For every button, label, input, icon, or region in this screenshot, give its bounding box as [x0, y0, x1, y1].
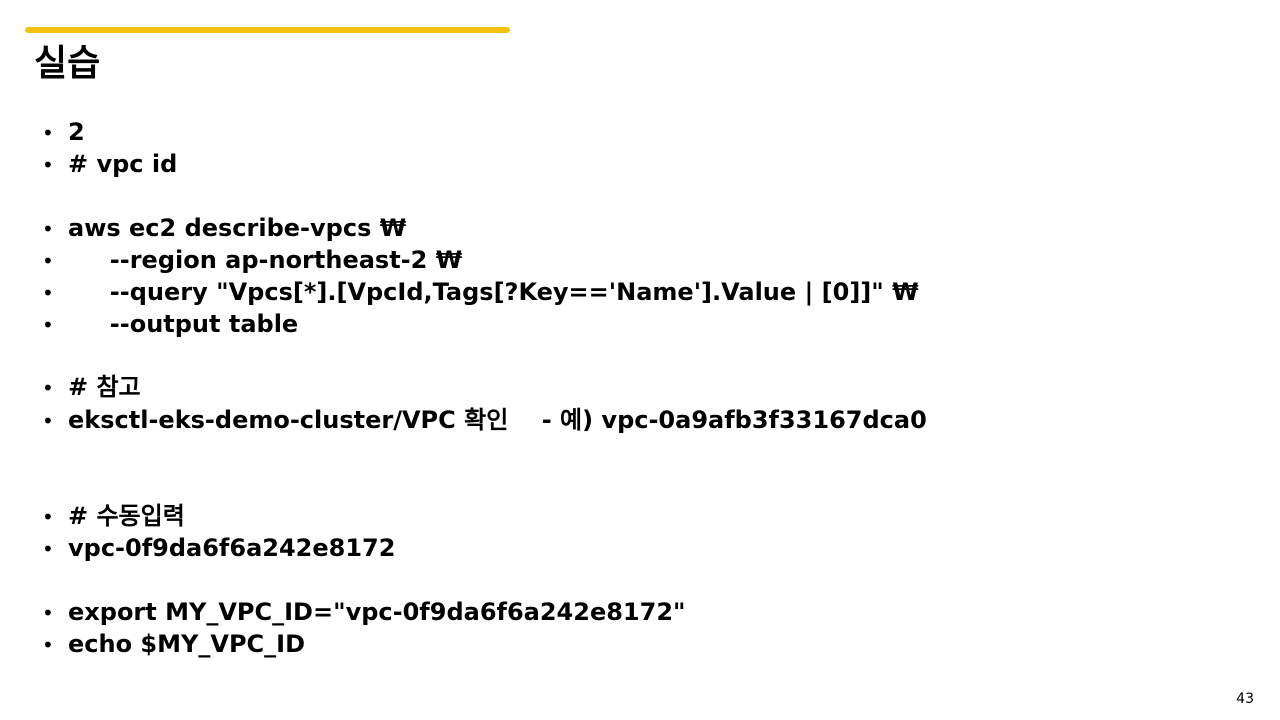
- bullet-dot-icon: •: [42, 249, 54, 273]
- bullet-item: • vpc-0f9da6f6a242e8172: [42, 532, 395, 564]
- bullet-item: •2: [42, 116, 85, 148]
- bullet-item: • eksctl-eks-demo-cluster/VPC 확인 - 예) vpc…: [42, 404, 927, 436]
- bullet-dot-icon: •: [42, 537, 54, 561]
- bullet-text: vpc-0f9da6f6a242e8172: [68, 534, 396, 562]
- bullet-text: export MY_VPC_ID="vpc-0f9da6f6a242e8172": [68, 598, 686, 626]
- bullet-text: --output table: [68, 310, 299, 338]
- slide-title: 실습: [34, 43, 101, 84]
- bullet-text: # 수동입력: [68, 502, 185, 530]
- bullet-item: • --query "Vpcs[*].[VpcId,Tags[?Key=='Na…: [42, 276, 919, 308]
- bullet-dot-icon: •: [42, 281, 54, 305]
- bullet-text: echo $MY_VPC_ID: [68, 630, 306, 658]
- bullet-item: • aws ec2 describe-vpcs ₩: [42, 212, 406, 244]
- bullet-item: • --output table: [42, 308, 298, 340]
- bullet-item: • # 수동입력: [42, 500, 185, 532]
- bullet-text: eksctl-eks-demo-cluster/VPC 확인 - 예) vpc-…: [68, 406, 927, 434]
- bullet-text: aws ec2 describe-vpcs ₩: [68, 214, 407, 242]
- bullet-dot-icon: •: [42, 313, 54, 337]
- bullet-dot-icon: •: [42, 217, 54, 241]
- bullet-dot-icon: •: [42, 409, 54, 433]
- bullet-dot-icon: •: [42, 153, 54, 177]
- bullet-text: # vpc id: [68, 150, 178, 178]
- bullet-text: --region ap-northeast-2 ₩: [68, 246, 463, 274]
- bullet-item: • echo $MY_VPC_ID: [42, 628, 305, 660]
- bullet-dot-icon: •: [42, 121, 54, 145]
- bullet-dot-icon: •: [42, 505, 54, 529]
- bullet-text: --query "Vpcs[*].[VpcId,Tags[?Key=='Name…: [68, 278, 919, 306]
- bullet-dot-icon: •: [42, 376, 54, 400]
- title-accent-bar: [25, 27, 510, 33]
- bullet-dot-icon: •: [42, 633, 54, 657]
- bullet-text: # 참고: [68, 373, 141, 401]
- bullet-text: 2: [68, 118, 85, 146]
- page-number: 43: [1236, 691, 1254, 707]
- bullet-item: • --region ap-northeast-2 ₩: [42, 244, 462, 276]
- bullet-item: • # 참고: [42, 371, 141, 403]
- bullet-item: • export MY_VPC_ID="vpc-0f9da6f6a242e8172…: [42, 596, 686, 628]
- bullet-dot-icon: •: [42, 601, 54, 625]
- bullet-item: • # vpc id: [42, 148, 177, 180]
